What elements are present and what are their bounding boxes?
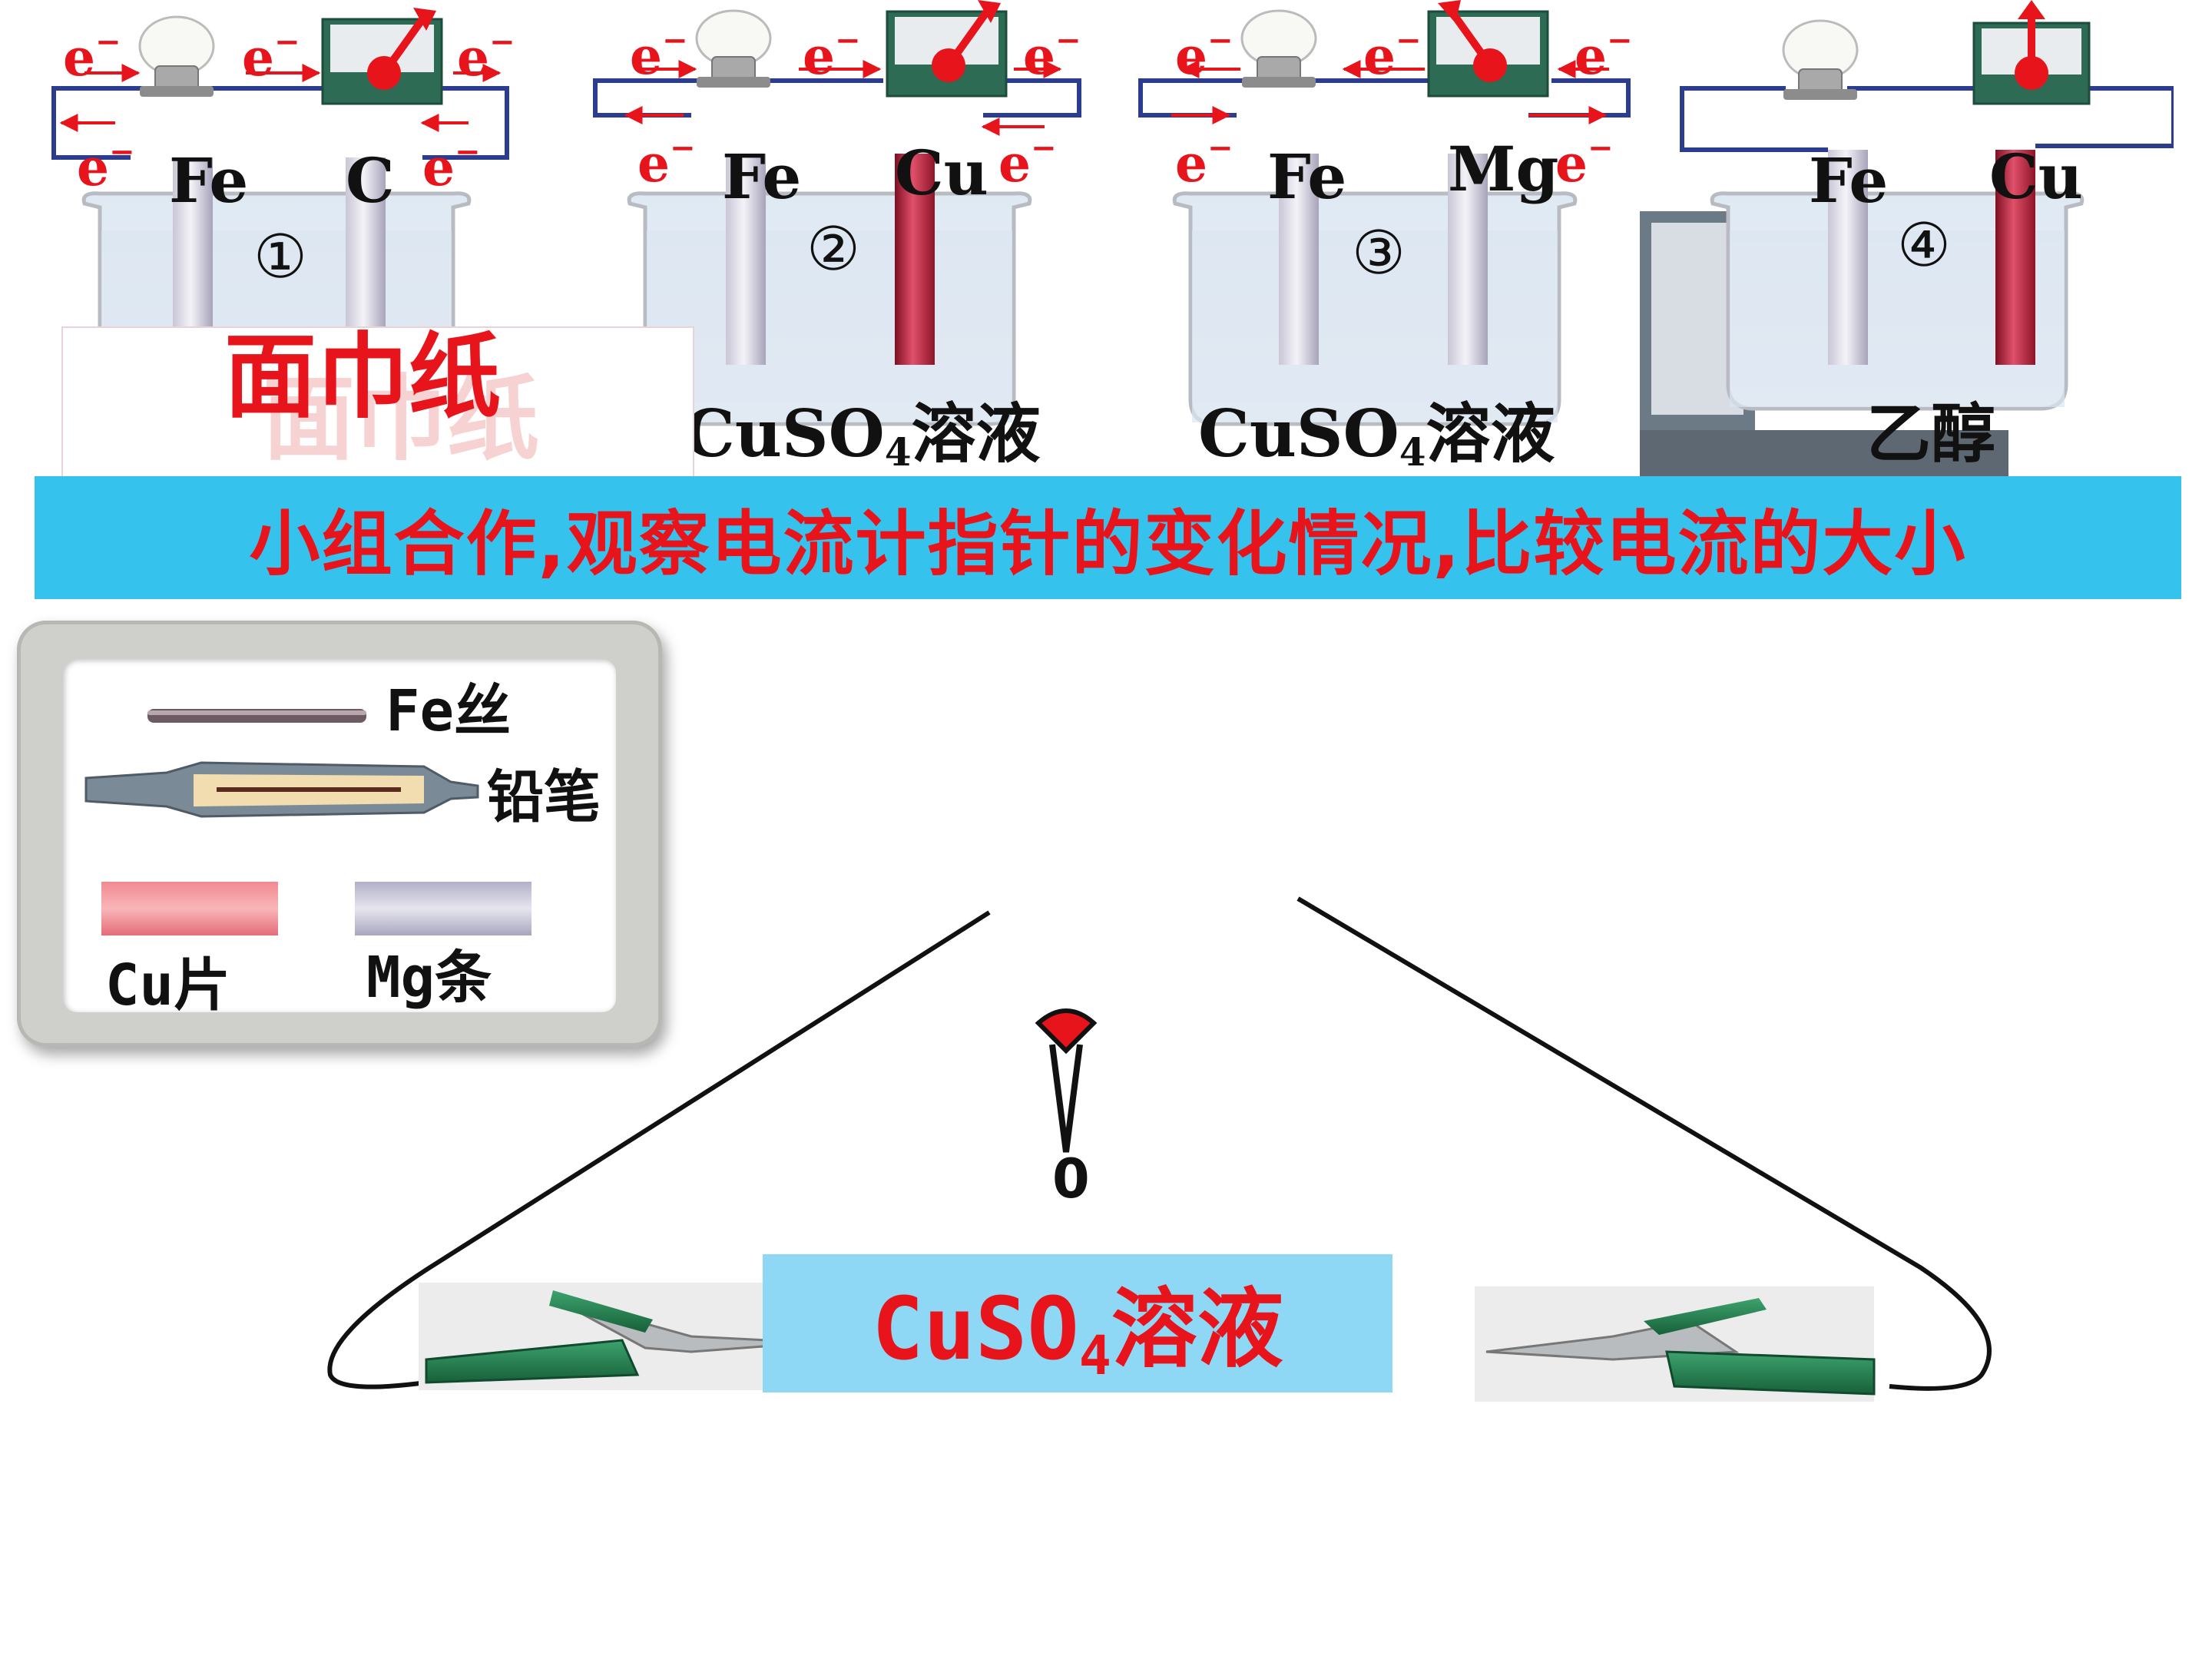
cell-number: ① [253, 223, 307, 292]
cell-3: e− e− e− e− e− Fe Mg ③ CuSO4溶液 [1129, 0, 1667, 492]
cell-2: e− e− e− e− e− Fe Cu ② CuSO4溶液 [584, 0, 1121, 492]
pencil-icon [84, 761, 479, 818]
alligator-clip-right [1475, 1286, 1876, 1402]
mg-strip-icon [355, 882, 531, 935]
wire-left [1680, 86, 1828, 152]
cell-2-apparatus [593, 0, 1081, 426]
electron-label: e− [998, 130, 1057, 194]
electron-label: e− [77, 134, 135, 197]
ammeter-icon [321, 8, 443, 105]
electrode-label-left: Fe [169, 144, 249, 217]
ammeter-icon [1972, 0, 2091, 105]
wire-right [983, 78, 1081, 118]
wire-left [51, 86, 142, 160]
cuso4-solution-box: CuSO4溶液 [763, 1254, 1392, 1392]
electron-label: e− [457, 24, 515, 88]
meter-needle-icon [1035, 1008, 1098, 1153]
electron-label: e− [1575, 22, 1633, 86]
wire-left [327, 910, 991, 1389]
pencil-label: 铅笔 [487, 764, 601, 830]
fe-wire-label: Fe丝 [386, 678, 512, 744]
cu-sheet-icon [101, 882, 278, 935]
electron-label: e− [1175, 22, 1233, 86]
cell-number: ③ [1352, 219, 1406, 288]
fe-electrode [1828, 150, 1868, 365]
electron-label: e− [422, 134, 481, 197]
electron-label: e− [630, 22, 688, 86]
electrode-label-right: Mg [1448, 133, 1559, 205]
napkin-label-shadow: 面巾纸 [263, 366, 539, 473]
mg-strip-label: Mg条 [366, 945, 492, 1011]
electron-label: e− [1555, 130, 1614, 194]
electrode-label-right: Cu [895, 137, 988, 209]
electrode-label-right: C [346, 144, 395, 217]
electrode-label-left: Fe [1809, 144, 1889, 217]
cu-electrode [1995, 150, 2035, 365]
cell-4-apparatus [1640, 0, 2174, 488]
materials-inner: Fe丝 铅笔 Cu片 Mg条 [63, 659, 616, 1016]
materials-panel: Fe丝 铅笔 Cu片 Mg条 [17, 621, 662, 1047]
fe-electrode [1279, 154, 1319, 365]
wire-right [1296, 896, 1992, 1391]
electrode-label-left: Fe [1267, 141, 1347, 213]
solution-fill [1192, 230, 1558, 422]
wire-right [422, 86, 509, 160]
electron-label: e− [1023, 22, 1081, 86]
solution-label: CuSO4溶液 [1198, 396, 1555, 475]
bulb-icon [1240, 9, 1317, 88]
electron-label: e− [242, 24, 300, 88]
mg-electrode [1448, 154, 1488, 365]
bulb-icon [1782, 19, 1859, 100]
napkin-label: 面巾纸 [224, 324, 501, 431]
solution-label: 乙醇 [1866, 396, 1996, 472]
cell-number: ④ [1897, 211, 1951, 280]
electron-label: e− [1175, 130, 1233, 194]
cu-sheet-label: Cu片 [105, 952, 231, 1018]
solution-fill [647, 230, 1012, 422]
cell-4: Fe Cu ④ 乙醇 [1636, 0, 2174, 492]
electron-label: e− [637, 130, 696, 194]
bulb-icon [695, 9, 772, 88]
fe-electrode [726, 154, 766, 365]
solution-label: CuSO4溶液 [684, 396, 1041, 475]
cell-3-apparatus [1138, 0, 1631, 426]
electron-label: e− [803, 22, 861, 86]
alligator-clip-left [419, 1283, 815, 1390]
cuso4-label: CuSO4溶液 [872, 1280, 1283, 1387]
bulb-icon [138, 15, 215, 97]
electron-label: e− [1363, 22, 1422, 86]
napkin-card: 面巾纸 面巾纸 [61, 326, 694, 483]
instruction-banner: 小组合作,观察电流计指针的变化情况,比较电流的大小 [35, 476, 2181, 599]
meter-zero-label: 0 [1052, 1147, 1090, 1210]
ammeter-icon [1427, 0, 1549, 98]
electrode-label-left: Fe [722, 141, 802, 213]
materials-drawings [84, 709, 531, 935]
instruction-text: 小组合作,观察电流计指针的变化情况,比较电流的大小 [249, 502, 1967, 585]
cell-number: ② [806, 215, 860, 284]
electrode-label-right: Cu [1989, 141, 2083, 213]
cu-electrode [895, 154, 935, 365]
wire-right [2035, 86, 2174, 148]
electron-label: e− [63, 24, 121, 88]
ammeter-icon [886, 0, 1008, 98]
